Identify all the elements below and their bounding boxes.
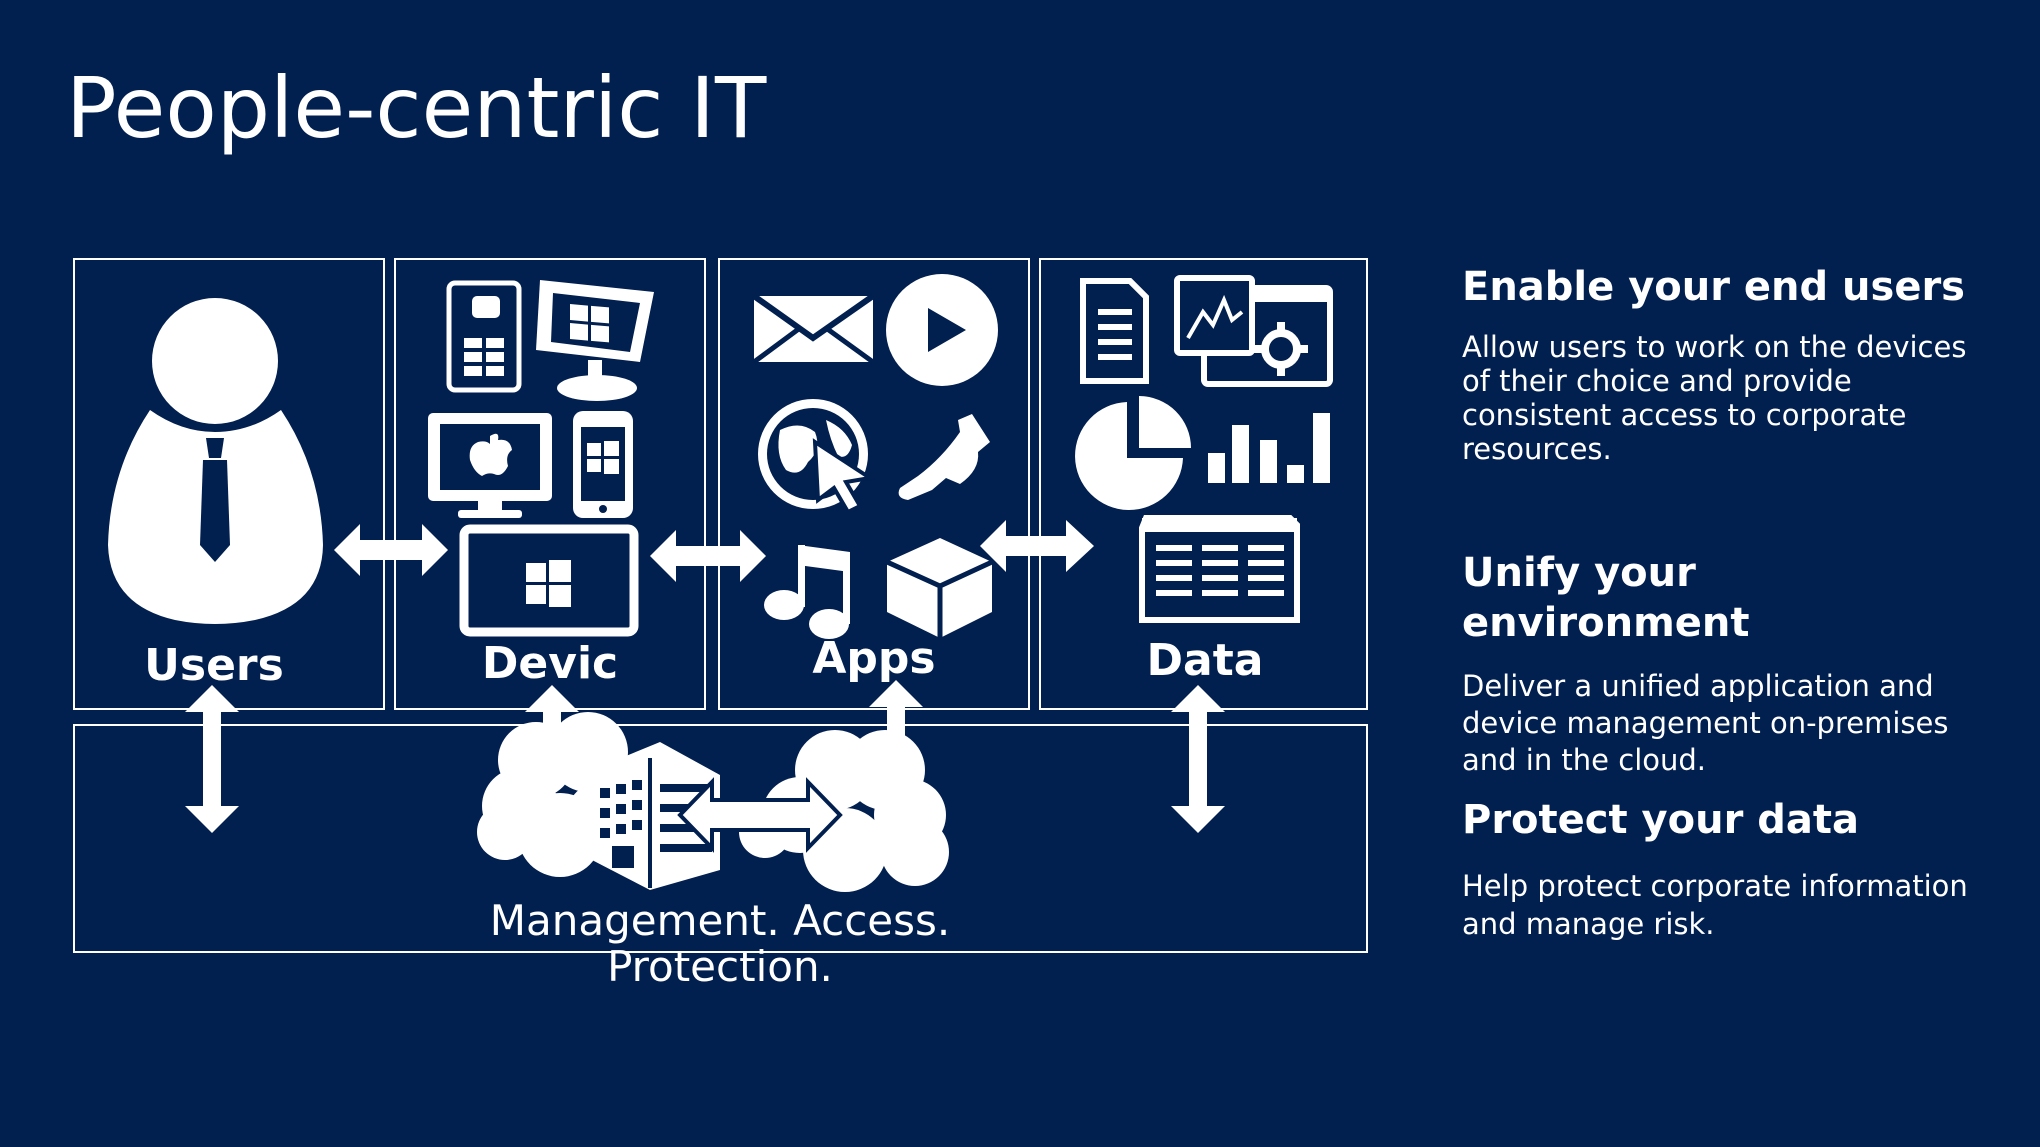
- chart-window-icon: [1174, 275, 1333, 387]
- mail-icon: [752, 293, 875, 365]
- apple-monitor-icon: [428, 413, 552, 518]
- globe-cursor-icon: [758, 399, 876, 515]
- table-document-icon: [1139, 515, 1300, 623]
- data-label: Data: [1146, 635, 1264, 686]
- cloud-link-arrow: [677, 777, 843, 853]
- gear-icon: [1254, 322, 1308, 376]
- apps-label: Apps: [812, 633, 936, 684]
- document-icon: [1080, 278, 1149, 384]
- footer-caption: Management. Access. Protection.: [440, 898, 1000, 990]
- footer-line-1: Management. Access.: [489, 896, 951, 945]
- footer-line-2: Protection.: [607, 942, 833, 991]
- pie-chart-icon: [1075, 396, 1191, 510]
- management-panel: [73, 724, 1368, 953]
- windows-monitor-icon: [536, 280, 654, 401]
- bar-chart-icon: [1208, 413, 1330, 483]
- section-body: Deliver a unified application and device…: [1462, 669, 1949, 777]
- page-title: People-centric IT: [66, 59, 767, 157]
- building-icon: [592, 742, 720, 890]
- devices-label: Devic: [481, 638, 619, 689]
- windows-phone-icon: [573, 411, 633, 518]
- apps-data-arrow: [980, 520, 1094, 572]
- box-icon: [885, 538, 994, 638]
- devices-apps-arrow: [650, 530, 766, 582]
- section-body: Allow users to work on the devices of th…: [1462, 330, 1967, 466]
- section-heading: Unify your environment: [1462, 550, 1750, 646]
- users-vertical-arrow: [185, 685, 239, 833]
- play-icon: [886, 274, 998, 386]
- section-heading: Enable your end users: [1462, 264, 1965, 310]
- section-body: Help protect corporate information and m…: [1462, 869, 1968, 941]
- users-devices-arrow: [334, 524, 448, 576]
- section-heading: Protect your data: [1462, 797, 1859, 843]
- apps-vertical-arrow: [869, 680, 923, 780]
- windows-tablet-icon: [459, 524, 639, 637]
- apps-panel: [718, 258, 1030, 710]
- users-label: Users: [144, 640, 284, 691]
- android-phone-icon: [446, 280, 522, 393]
- user-icon: [108, 298, 323, 624]
- data-vertical-arrow: [1171, 685, 1225, 833]
- music-icon: [764, 545, 850, 639]
- section-enable: Enable your end users Allow users to wor…: [1462, 264, 1982, 466]
- phone-icon: [898, 414, 990, 500]
- section-unify: Unify your environment Deliver a unified…: [1462, 548, 1982, 779]
- section-protect: Protect your data Help protect corporate…: [1462, 797, 1982, 943]
